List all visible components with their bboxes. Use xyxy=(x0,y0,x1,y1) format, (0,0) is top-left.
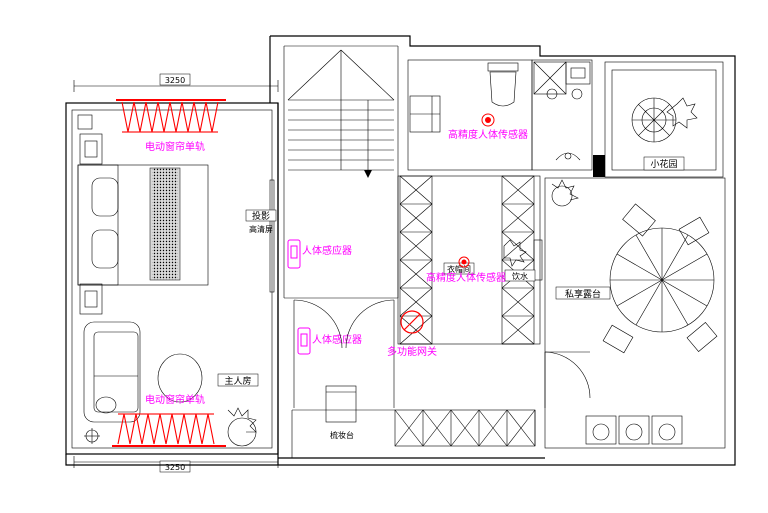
wardrobe-label: 衣帽间 xyxy=(447,264,471,274)
vanity xyxy=(325,385,357,423)
body-sensor-2 xyxy=(297,327,311,355)
terrace-plant xyxy=(551,179,579,207)
gateway-label: 多功能网关 xyxy=(387,345,437,358)
staircase xyxy=(287,49,395,178)
body-sensor-2-label: 人体感应器 xyxy=(312,333,362,346)
top-dimension-line: 3250 xyxy=(73,73,279,92)
projection-label: 投影 xyxy=(252,210,270,222)
hallway-doors xyxy=(293,299,395,408)
drinking-water-label: 饮水 xyxy=(512,271,528,281)
terrace-door xyxy=(544,351,591,408)
gateway-icon xyxy=(400,310,424,334)
high-transparent-screen-label: 高清屏 xyxy=(249,224,273,234)
terrace-planters xyxy=(585,415,683,445)
projection-screen: 投影 高清屏 xyxy=(245,179,277,293)
potted-plant-bedroom xyxy=(227,407,257,447)
curtain-track-bottom-label: 电动窗帘单轨 xyxy=(145,393,205,406)
curtain-track-top-label: 电动窗帘单轨 xyxy=(145,140,205,153)
master-bedroom-label: 主人房 xyxy=(224,375,251,387)
body-sensor-1-label: 人体感应器 xyxy=(302,244,352,257)
parasol xyxy=(602,203,718,354)
potted-plant-wardrobe xyxy=(503,239,527,267)
curtain-track-top xyxy=(116,99,226,133)
small-garden-label: 小花园 xyxy=(650,158,677,170)
precision-sensor-bathroom-label: 高精度人体传感器 xyxy=(448,128,528,141)
precision-sensor-wardrobe xyxy=(458,256,470,268)
wardrobe xyxy=(399,175,543,345)
sofa xyxy=(83,321,203,444)
exterior-walls xyxy=(65,35,736,466)
top-dimension-label: 3250 xyxy=(165,76,185,85)
precision-sensor-bathroom xyxy=(481,113,495,127)
garden-tree: 小花园 xyxy=(631,97,698,171)
curtain-track-bottom xyxy=(112,413,226,447)
bottom-dimension-label: 3250 xyxy=(165,463,185,472)
bottom-dimension-line: 3250 xyxy=(73,456,279,473)
precision-sensor-wardrobe-label: 高精度人体传感器 xyxy=(426,271,506,284)
private-terrace-label: 私享露台 xyxy=(565,288,601,300)
bottom-cabinets xyxy=(394,409,536,447)
bed xyxy=(77,114,209,315)
bathroom-fixtures xyxy=(409,61,605,177)
body-sensor-1 xyxy=(287,239,301,269)
vanity-label: 梳妆台 xyxy=(330,430,354,440)
